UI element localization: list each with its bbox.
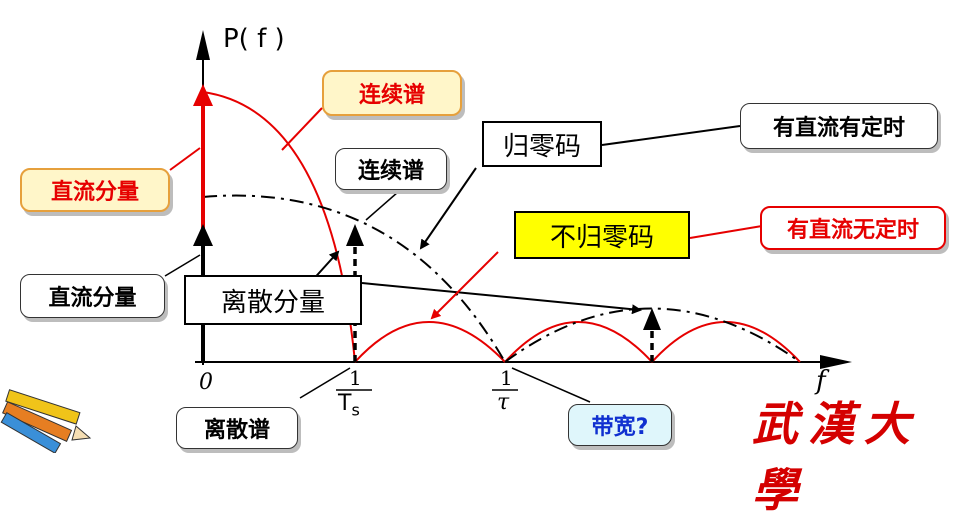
- rz-code-box: 归零码: [482, 121, 602, 167]
- callout-continuous-spectrum-top: 连续谱: [322, 70, 462, 116]
- dc-impulse-red-head: [193, 84, 213, 106]
- tick-ts-subscript: s: [351, 400, 360, 420]
- arrow-nrz: [430, 251, 499, 320]
- discrete-impulse-2-head: [643, 308, 661, 330]
- arrow-discrete-2: [361, 282, 642, 315]
- university-logo-text: 武漢大學: [752, 397, 920, 517]
- leader-continuous-mid: [365, 191, 399, 221]
- callout-discrete-spectrum: 离散谱: [176, 407, 298, 449]
- callout-dc-no-timing: 有直流无定时: [760, 206, 946, 250]
- diagram-stage: P( f ) f 0 1 Ts 1 τ 连续谱 直流分量 连续谱 直流分量 离散…: [0, 24, 946, 517]
- callout-dc-component-red: 直流分量: [20, 168, 170, 212]
- leader-dc-timing: [601, 125, 741, 146]
- spectrum-diagram: [0, 30, 852, 454]
- discrete-component-box: 离散分量: [184, 275, 362, 325]
- leader-discrete-spectrum: [299, 367, 351, 399]
- discrete-impulse-1-head: [346, 224, 364, 246]
- tick-ts-numerator: 1: [349, 366, 362, 390]
- rz-lobe-2: [504, 321, 653, 363]
- tick-ts-T: T: [338, 391, 352, 416]
- rz-lobe-3: [651, 321, 801, 363]
- callout-continuous-spectrum-mid: 连续谱: [335, 148, 447, 190]
- y-axis-label: P( f ): [223, 24, 285, 54]
- arrow-rz: [419, 167, 477, 250]
- rz-envelope-main: [202, 194, 506, 363]
- callout-dc-component-black: 直流分量: [20, 274, 165, 318]
- leader-dc-black: [164, 254, 201, 277]
- nrz-code-box: 不归零码: [514, 211, 690, 259]
- rz-lobe-1: [354, 321, 506, 363]
- callout-dc-with-timing: 有直流有定时: [740, 103, 938, 149]
- rz-envelope-side: [504, 307, 801, 363]
- leader-dc-no-timing: [689, 225, 763, 239]
- leader-continuous-top: [281, 107, 323, 151]
- tick-tau-numerator: 1: [500, 366, 513, 390]
- tick-tau-denominator: τ: [497, 390, 510, 415]
- leader-bandwidth: [511, 367, 591, 403]
- x-axis-label: f: [816, 366, 826, 396]
- dc-impulse-black-head: [193, 224, 213, 246]
- y-axis-arrowhead: [196, 30, 210, 60]
- leader-dc-red: [169, 147, 201, 171]
- origin-label: 0: [199, 370, 213, 395]
- callout-bandwidth: 带宽?: [568, 404, 672, 446]
- x-axis-arrowhead: [820, 355, 852, 369]
- pencils-icon: [0, 389, 92, 454]
- tick-ts-denominator: Ts: [338, 391, 360, 419]
